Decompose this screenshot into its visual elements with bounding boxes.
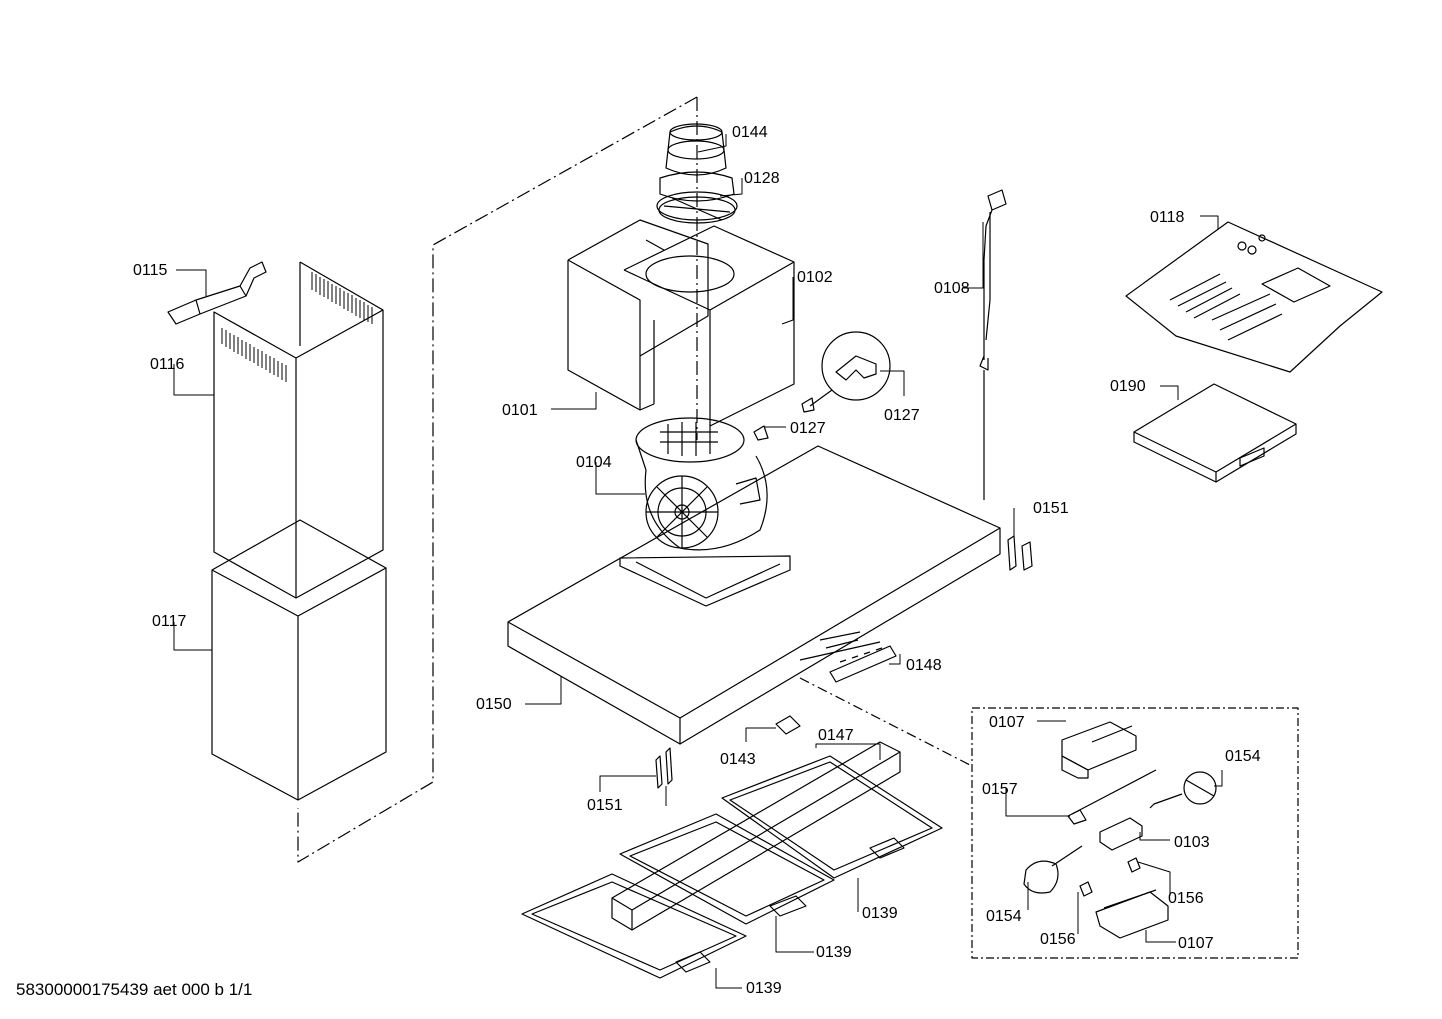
part-label-0151-b: 0151 [587, 797, 623, 814]
drawing [167, 96, 1383, 989]
part-label-0128: 0128 [744, 170, 780, 187]
part-label-0143: 0143 [720, 751, 756, 768]
upper-chimney-duct [213, 261, 384, 599]
part-label-0156-a: 0156 [1168, 890, 1204, 907]
part-label-0107-a: 0107 [989, 714, 1025, 731]
power-cord [979, 189, 1007, 500]
carbon-filter [1133, 383, 1297, 483]
part-label-0118: 0118 [1150, 209, 1185, 226]
part-label-0102: 0102 [797, 269, 833, 286]
part-label-0103: 0103 [1174, 834, 1210, 851]
part-label-0139-b: 0139 [816, 944, 852, 961]
part-label-0157: 0157 [982, 781, 1018, 798]
part-label-0101: 0101 [502, 402, 538, 419]
hanger-clip [753, 331, 891, 441]
control-panel [829, 645, 897, 683]
part-label-0144: 0144 [732, 124, 768, 141]
part-label-0154-a: 0154 [1225, 748, 1261, 765]
detail-callout-line [799, 677, 973, 767]
hood-canopy [507, 445, 1001, 745]
part-label-0127-a: 0127 [884, 407, 920, 424]
part-label-0116: 0116 [150, 356, 185, 373]
duct-connector [656, 123, 738, 224]
lower-chimney-duct [211, 519, 387, 801]
assembly-frame-line [297, 96, 698, 863]
part-label-0147: 0147 [818, 727, 854, 744]
grease-filters [521, 741, 943, 979]
part-label-0154-b: 0154 [986, 908, 1022, 925]
part-label-0156-b: 0156 [1040, 931, 1076, 948]
part-leader-lines [173, 134, 1223, 989]
fan-blower [635, 417, 768, 551]
filter-clip-part [775, 715, 801, 735]
accessory-bag [1125, 221, 1383, 373]
part-label-0115: 0115 [133, 262, 168, 279]
control-components [1023, 721, 1217, 939]
document-code: 58300000175439 aet 000 b 1/1 [16, 980, 253, 999]
part-label-0108: 0108 [934, 280, 970, 297]
part-label-0107-b: 0107 [1178, 935, 1214, 952]
part-label-0151-a: 0151 [1033, 500, 1069, 517]
part-label-0148: 0148 [906, 657, 942, 674]
part-labels: 0144 0128 0115 0102 0108 0118 0116 0127 0101 0127… [133, 124, 1261, 997]
side-trim [655, 535, 1033, 789]
part-label-0139-a: 0139 [862, 905, 898, 922]
fan-mounting-box [567, 219, 795, 427]
part-label-0139-c: 0139 [746, 980, 782, 997]
part-label-0190: 0190 [1110, 378, 1146, 395]
part-label-0117: 0117 [152, 613, 187, 630]
part-label-0150: 0150 [476, 696, 512, 713]
chimney-bracket [167, 261, 267, 325]
part-label-0127-b: 0127 [790, 420, 826, 437]
part-label-0104: 0104 [576, 454, 612, 471]
control-detail-frame [971, 707, 1299, 959]
